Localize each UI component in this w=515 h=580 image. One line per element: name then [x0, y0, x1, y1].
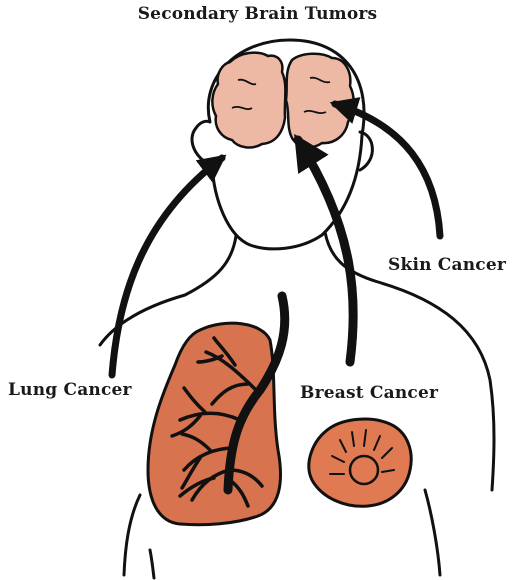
- brain-right-hemisphere: [286, 54, 354, 147]
- right-arm-outline: [425, 490, 440, 575]
- label-breast-cancer: Breast Cancer: [300, 383, 438, 403]
- left-arm-outline: [124, 495, 140, 575]
- breast-tumor-core: [350, 456, 378, 484]
- brain-left-hemisphere: [212, 53, 285, 148]
- breast-tumor: [309, 419, 411, 506]
- lung: [148, 296, 285, 525]
- arrow-breast-to-brain: [298, 140, 353, 362]
- metastasis-arrows: [112, 104, 440, 375]
- arrow-skin-to-brain: [335, 104, 440, 236]
- brain: [212, 53, 353, 148]
- diagram-title: Secondary Brain Tumors: [0, 4, 515, 24]
- lung-shape: [148, 323, 281, 525]
- left-inner-arm-outline: [150, 550, 154, 578]
- label-lung-cancer: Lung Cancer: [8, 380, 132, 400]
- label-skin-cancer: Skin Cancer: [388, 255, 506, 275]
